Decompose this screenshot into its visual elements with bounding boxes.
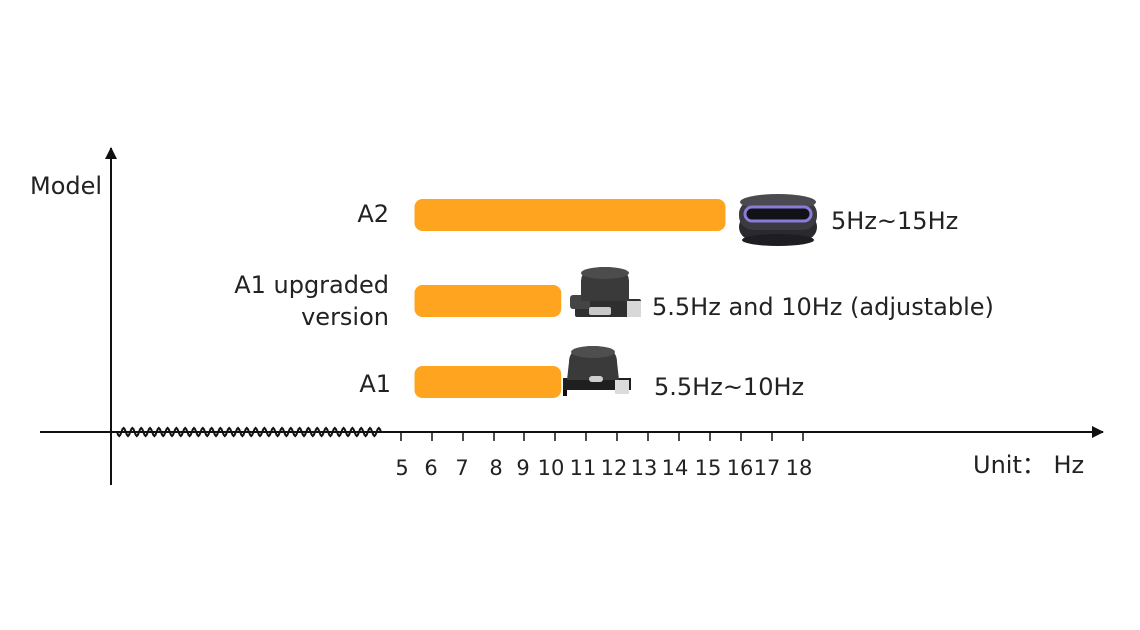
- bar-row: A1 5.5Hz~10Hz: [359, 346, 804, 401]
- x-tick-label: 12: [601, 456, 628, 480]
- x-tick-label: 7: [455, 456, 468, 480]
- x-tick-label: 10: [538, 456, 565, 480]
- bar: [414, 285, 562, 317]
- x-tick-label: 5: [395, 456, 408, 480]
- bar: [414, 199, 726, 231]
- bar-row: A2 5Hz~15Hz: [357, 194, 958, 246]
- x-tick-label: 14: [662, 456, 689, 480]
- bar-annotation: 5.5Hz~10Hz: [654, 373, 804, 401]
- bar: [414, 366, 562, 398]
- x-tick-label: 13: [631, 456, 658, 480]
- x-tick-label: 17: [754, 456, 781, 480]
- x-axis-unit-label: Unit： Hz: [973, 451, 1084, 479]
- x-tick-label: 18: [786, 456, 813, 480]
- a1-lidar-icon: [563, 346, 631, 396]
- x-tick-label: 11: [570, 456, 597, 480]
- bar-annotation: 5.5Hz and 10Hz (adjustable): [652, 293, 994, 321]
- x-tick-label: 15: [695, 456, 722, 480]
- x-tick-label: 16: [727, 456, 754, 480]
- category-label: A1: [359, 370, 391, 398]
- x-tick-label: 6: [424, 456, 437, 480]
- x-tick-label: 9: [516, 456, 529, 480]
- axis-break-squiggle: [116, 426, 382, 438]
- a2-lidar-icon: [739, 194, 817, 246]
- bar-annotation: 5Hz~15Hz: [831, 207, 958, 235]
- x-tick-label: 8: [489, 456, 502, 480]
- axes: [40, 147, 1104, 485]
- a1-upgraded-lidar-icon: [570, 267, 641, 317]
- category-label: A2: [357, 200, 389, 228]
- y-axis-label: Model: [30, 172, 102, 200]
